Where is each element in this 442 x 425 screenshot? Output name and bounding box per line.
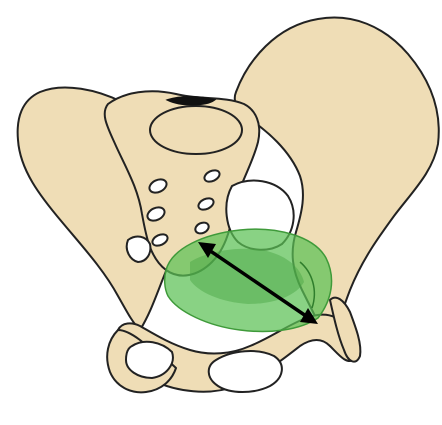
left-sciatic-gap xyxy=(127,237,151,262)
sacral-vertebral-body xyxy=(150,106,242,154)
left-obturator-foramen xyxy=(126,342,173,378)
sacral-promontory-edge xyxy=(168,97,214,105)
right-obturator-foramen xyxy=(209,351,282,392)
